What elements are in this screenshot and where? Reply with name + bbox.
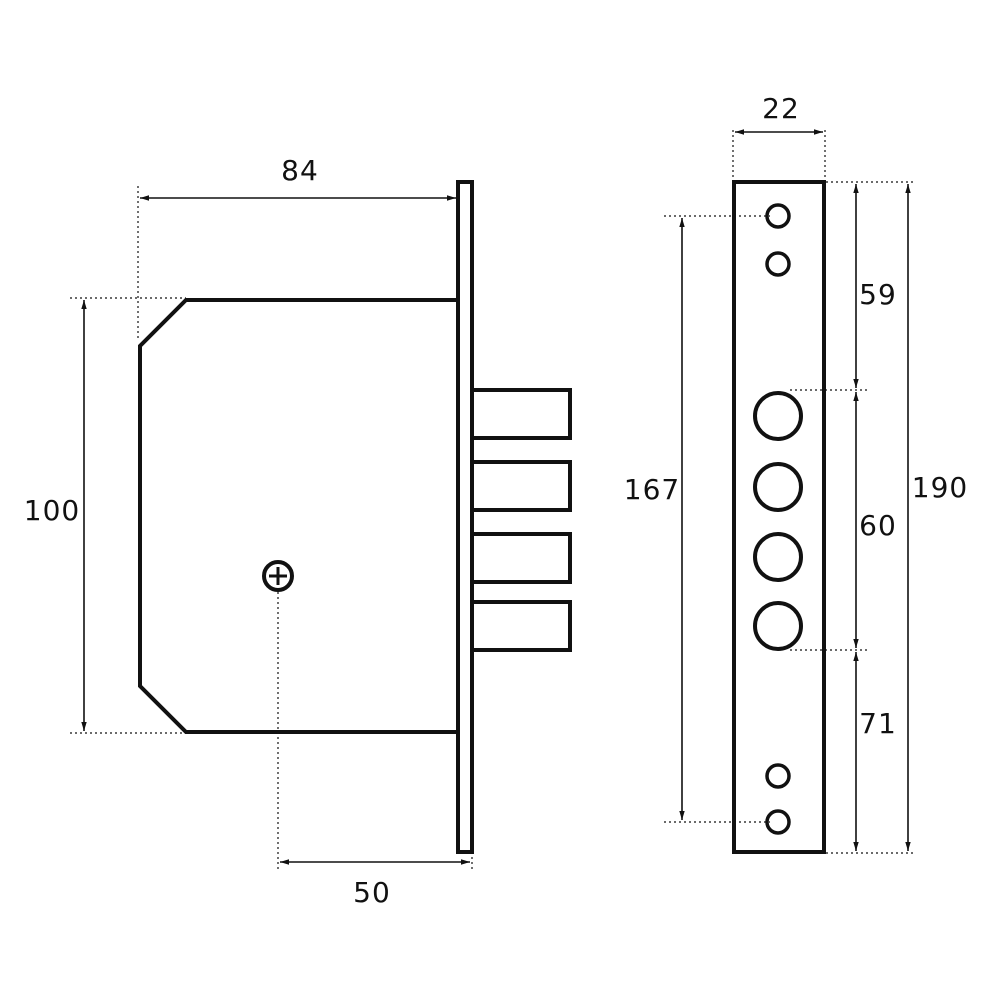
front-view: 22 167 59 60 71 190 [624,92,968,854]
dimension-100: 100 [24,297,186,734]
bolt-4 [470,600,572,652]
dimension-22: 22 [732,92,826,180]
dimension-190: 190 [905,184,968,851]
dimension-label-59: 59 [859,278,897,311]
bolt-hole-4 [753,601,803,651]
dimension-label-84: 84 [281,154,319,187]
bolt-hole-2 [753,462,803,512]
bolt-1 [470,388,572,440]
screw-hole-1 [765,203,791,229]
dimension-label-100: 100 [24,494,80,527]
dimension-50: 50 [277,592,473,909]
bolt-hole-1 [753,391,803,441]
keyhole-icon [262,560,294,592]
dimension-label-167: 167 [624,473,680,506]
dimension-84: 84 [137,154,456,340]
bolt-3 [470,532,572,584]
bolt-2 [470,460,572,512]
side-view: 84 100 50 [24,154,572,909]
dimension-chain: 59 60 71 [790,181,916,854]
bolt-hole-3 [753,532,803,582]
dimension-label-71: 71 [859,707,897,740]
screw-hole-3 [765,763,791,789]
screw-hole-4 [765,809,791,835]
dimension-label-50: 50 [353,876,391,909]
dimension-167: 167 [624,215,770,823]
front-plate-profile [456,180,474,854]
dimension-label-22: 22 [762,92,800,125]
lock-case [138,298,458,734]
dimension-label-190: 190 [912,471,968,504]
dimension-label-60: 60 [859,509,897,542]
faceplate [732,180,826,854]
screw-hole-2 [765,251,791,277]
